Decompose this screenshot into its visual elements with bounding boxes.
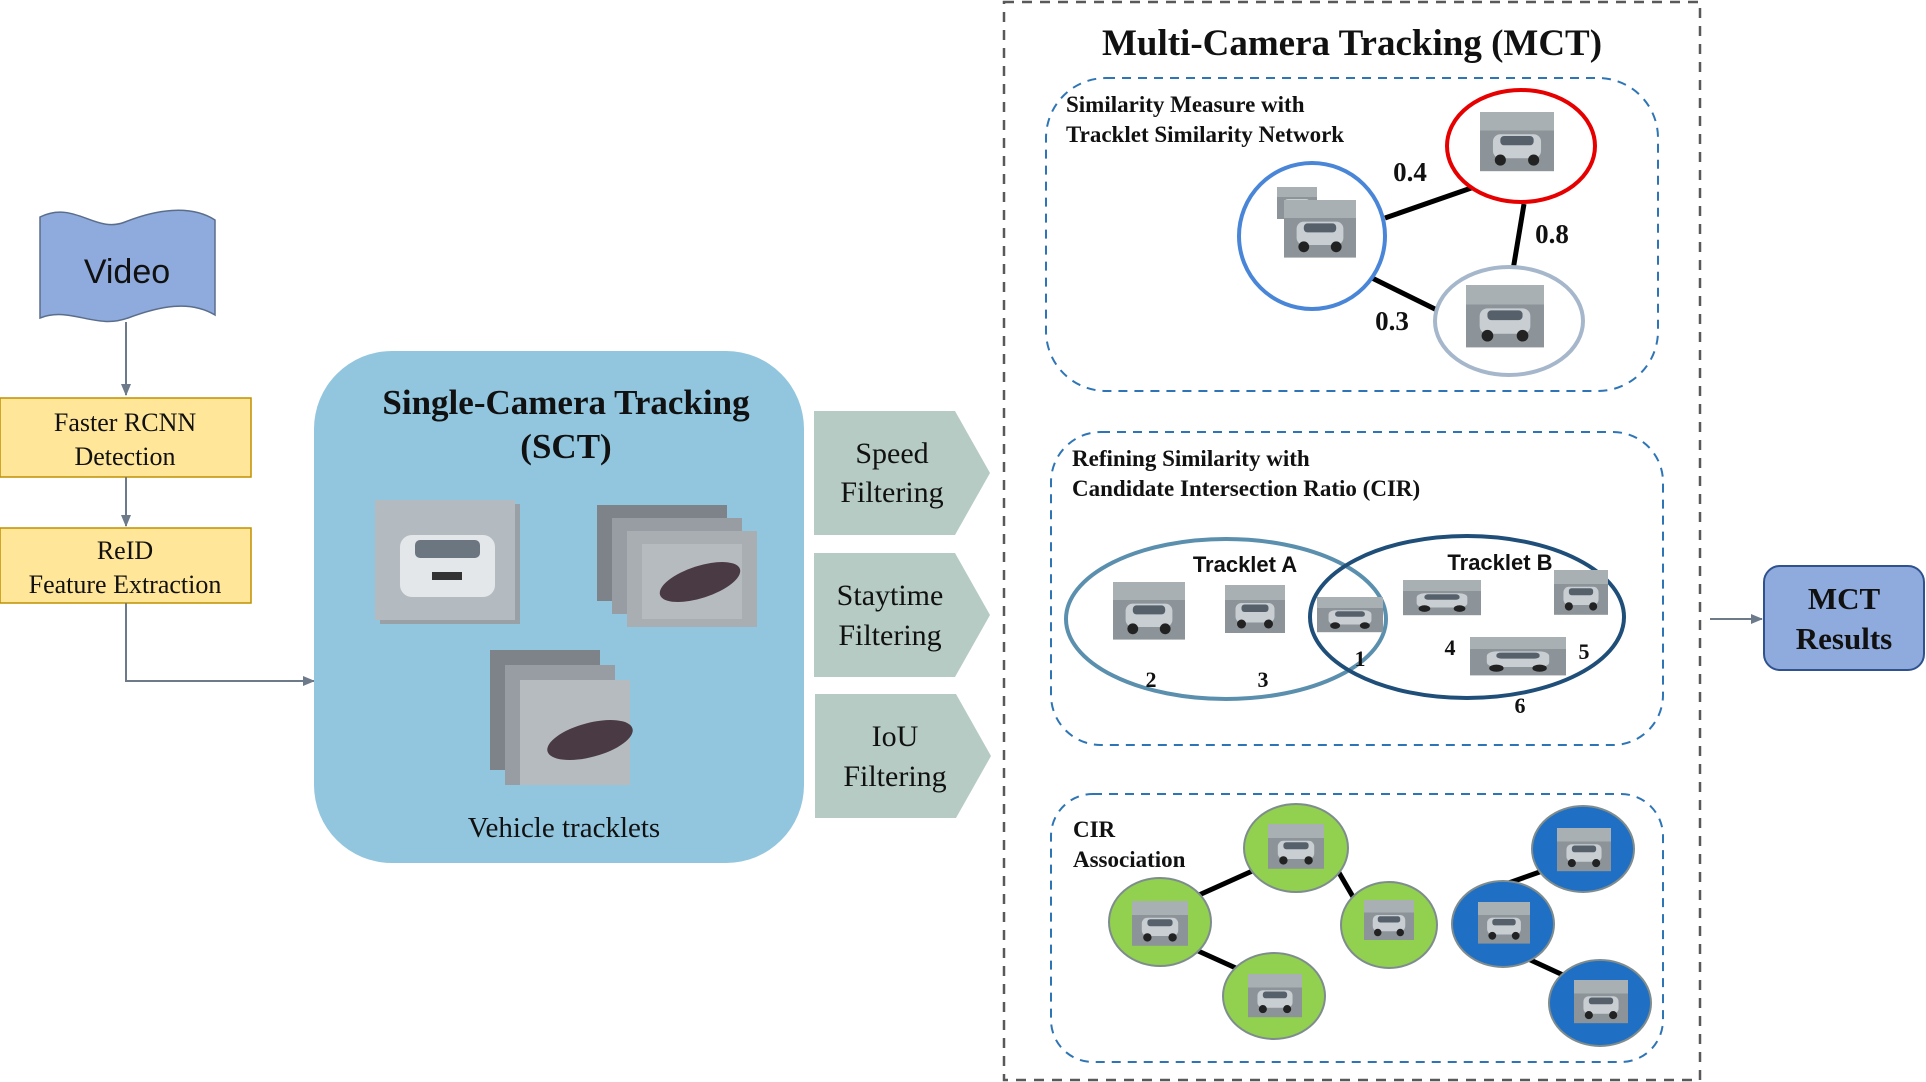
- assoc-edge-green-1: [1197, 865, 1261, 898]
- results-line2: Results: [1796, 621, 1892, 656]
- speed-filter-line1: Speed: [855, 437, 928, 470]
- sct-title-line1: Single-Camera Tracking: [382, 383, 750, 422]
- candidate-number-1: 1: [1355, 646, 1366, 671]
- tracklet-b-label: Tracklet B: [1447, 550, 1552, 575]
- video-node: [39, 209, 216, 323]
- assoc-thumb-blue-top: [1557, 828, 1611, 872]
- refining-panel: [1050, 431, 1664, 746]
- candidate-thumb-3: [1225, 585, 1285, 633]
- assoc-thumb-blue-bottom: [1574, 980, 1628, 1024]
- candidate-number-2: 2: [1146, 667, 1157, 692]
- iou-filter-line1: IoU: [872, 720, 919, 753]
- similarity-title-line2: Tracklet Similarity Network: [1066, 122, 1344, 147]
- staytime-filter-line1: Staytime: [837, 579, 944, 612]
- results-node: [1763, 565, 1925, 671]
- refining-title-line2: Candidate Intersection Ratio (CIR): [1072, 476, 1420, 501]
- tracklet-a-label: Tracklet A: [1193, 552, 1297, 577]
- candidate-thumb-6: [1470, 637, 1566, 676]
- assoc-thumb-blue-mid: [1478, 902, 1530, 944]
- staytime-filter-line2: Filtering: [838, 619, 941, 652]
- iou-filter: [815, 694, 991, 818]
- results-line1: MCT: [1808, 581, 1881, 616]
- assoc-thumb-green-right: [1364, 900, 1414, 940]
- edge-label-0.3: 0.3: [1375, 306, 1409, 336]
- mct-frame: [1002, 0, 1702, 1082]
- assoc-edge-green-3: [1194, 947, 1240, 972]
- tracklet-thumb-red: [1480, 112, 1554, 172]
- tracklet-thumb-blue: [1284, 200, 1356, 258]
- similarity-title-line1: Similarity Measure with: [1066, 92, 1305, 117]
- candidate-number-3: 3: [1258, 667, 1269, 692]
- assoc-thumb-green-top: [1268, 824, 1324, 869]
- reid-label-line1: ReID: [97, 536, 153, 565]
- association-panel: [1050, 793, 1664, 1063]
- candidate-number-5: 5: [1579, 639, 1590, 664]
- detection-node: [0, 397, 252, 478]
- iou-filter-line2: Filtering: [843, 760, 946, 793]
- assoc-thumb-green-bottom: [1248, 974, 1302, 1018]
- sct-tracklet-dark-car-1: [597, 505, 757, 627]
- candidate-thumb-4: [1403, 580, 1481, 616]
- video-label: Video: [84, 253, 170, 291]
- edge-blue-gray: [1366, 273, 1445, 316]
- similarity-panel: [1045, 77, 1659, 392]
- candidate-thumb-1: [1317, 597, 1383, 633]
- tracklet-a-set: [1064, 537, 1388, 701]
- detection-label-line2: Detection: [74, 442, 175, 471]
- speed-filter: [814, 411, 990, 535]
- detection-label-line1: Faster RCNN: [54, 408, 197, 437]
- edge-label-0.4: 0.4: [1393, 157, 1427, 187]
- sct-caption: Vehicle tracklets: [468, 812, 660, 844]
- candidate-thumb-5: [1554, 570, 1608, 615]
- reid-label-line2: Feature Extraction: [29, 570, 222, 599]
- sct-panel: [314, 351, 804, 863]
- assoc-thumb-green-left: [1132, 901, 1188, 946]
- tracklet-b-set: [1308, 534, 1626, 700]
- sct-title-line2: (SCT): [520, 427, 611, 466]
- reid-to-sct-arrow: [125, 603, 315, 686]
- speed-filter-line2: Filtering: [840, 476, 943, 509]
- staytime-filter: [814, 553, 990, 677]
- sct-tracklet-dark-car-2: [490, 650, 633, 785]
- association-title-line2: Association: [1073, 847, 1186, 872]
- refining-title-line1: Refining Similarity with: [1072, 446, 1310, 471]
- candidate-number-4: 4: [1445, 635, 1456, 660]
- edge-label-0.8: 0.8: [1535, 219, 1569, 249]
- mct-title: Multi-Camera Tracking (MCT): [1102, 23, 1602, 64]
- candidate-number-6: 6: [1515, 693, 1526, 718]
- sct-tracklet-white-car: [375, 500, 520, 624]
- tracklet-thumb-gray: [1466, 285, 1544, 348]
- edge-blue-red: [1384, 183, 1478, 221]
- edge-red-gray: [1509, 203, 1527, 277]
- association-title-line1: CIR: [1073, 817, 1116, 842]
- candidate-thumb-2: [1113, 582, 1185, 640]
